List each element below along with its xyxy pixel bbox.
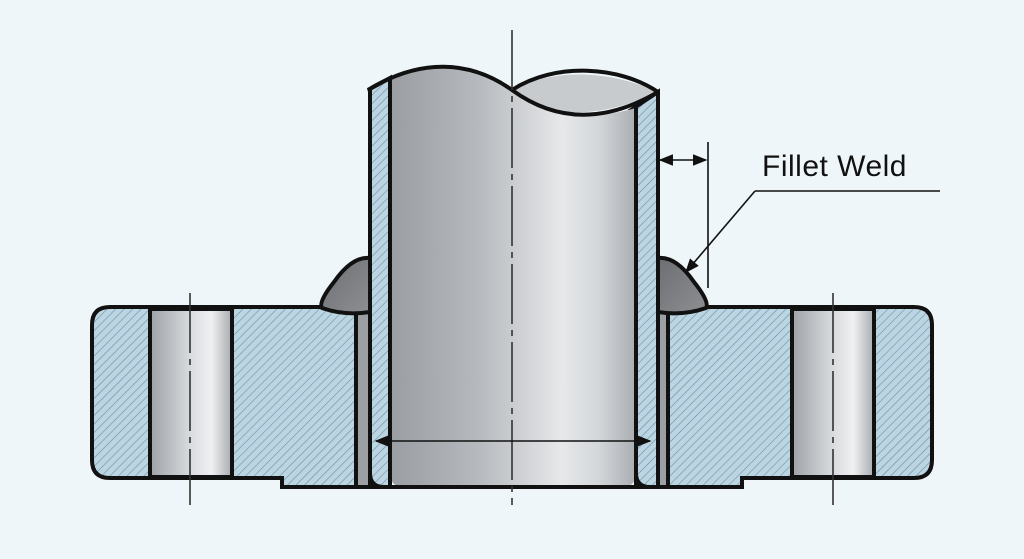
fillet-weld-leader: [685, 190, 940, 274]
fillet-weld-label: Fillet Weld: [762, 150, 907, 183]
pipe: [366, 64, 660, 489]
centerline: [189, 30, 834, 505]
dimension-gap: [658, 142, 709, 288]
fillet-weld-right: [656, 255, 709, 316]
bolt-hole-left: [148, 307, 234, 479]
fillet-weld-left: [319, 255, 372, 316]
